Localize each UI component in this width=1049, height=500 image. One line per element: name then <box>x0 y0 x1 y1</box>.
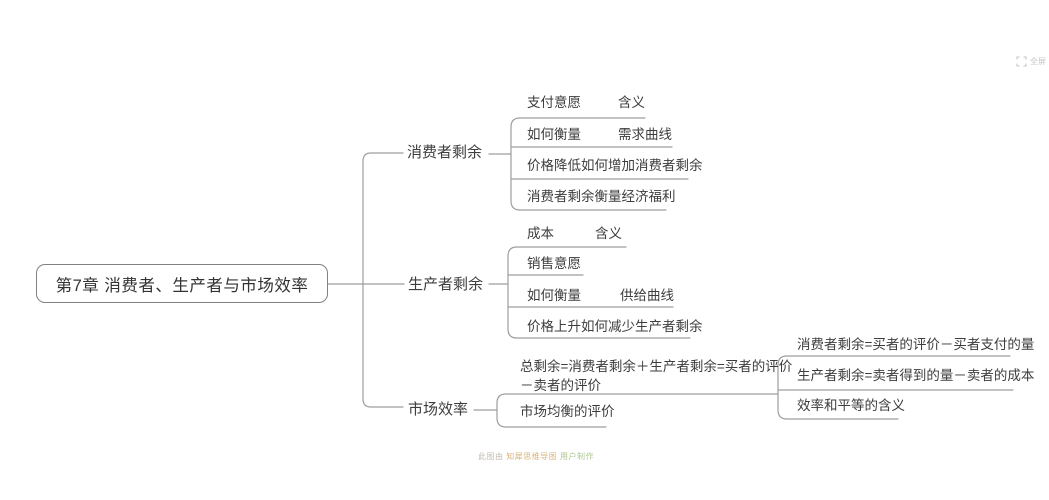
watermark-part2: 知犀思维导图 <box>506 452 558 461</box>
node-payment-meaning[interactable]: 含义 <box>618 95 645 110</box>
node-consumer-how-to-measure[interactable]: 如何衡量 <box>527 127 581 142</box>
node-equilibrium-evaluation[interactable]: 市场均衡的评价 <box>520 404 615 419</box>
node-producer-formula[interactable]: 生产者剩余=卖者得到的量－卖者的成本 <box>797 368 1035 383</box>
watermark-part1: 此图由 <box>478 452 504 461</box>
node-producer-how-to-measure[interactable]: 如何衡量 <box>527 288 581 303</box>
root-node[interactable]: 第7章 消费者、生产者与市场效率 <box>36 264 328 303</box>
branch-consumer-surplus[interactable]: 消费者剩余 <box>407 144 483 161</box>
connector-total-bracket <box>777 355 1011 420</box>
fullscreen-label: 全屏 <box>1030 57 1046 66</box>
node-demand-curve[interactable]: 需求曲线 <box>618 127 672 142</box>
root-title: 第7章 消费者、生产者与市场效率 <box>55 276 309 295</box>
node-welfare[interactable]: 消费者剩余衡量经济福利 <box>527 189 676 204</box>
node-price-increase[interactable]: 价格上升如何减少生产者剩余 <box>527 319 703 334</box>
fullscreen-control[interactable]: 全屏 <box>1016 56 1046 67</box>
connector-consumer-bracket <box>510 117 667 211</box>
connector-efficiency-bracket <box>496 393 779 428</box>
branch-producer-surplus[interactable]: 生产者剩余 <box>408 276 484 293</box>
connector-producer-bracket <box>507 246 691 339</box>
node-price-decrease[interactable]: 价格降低如何增加消费者剩余 <box>527 158 703 173</box>
node-supply-curve[interactable]: 供给曲线 <box>620 288 674 303</box>
node-cost[interactable]: 成本 <box>527 226 554 241</box>
fullscreen-icon <box>1016 56 1027 67</box>
node-sell-willingness[interactable]: 销售意愿 <box>527 256 581 271</box>
connector-main-bracket <box>362 152 404 408</box>
total-surplus-line2: －卖者的评价 <box>520 378 601 393</box>
node-total-surplus[interactable]: 总剩余=消费者剩余＋生产者剩余=买者的评价 －卖者的评价 <box>520 357 792 395</box>
node-consumer-formula[interactable]: 消费者剩余=买者的评价－买者支付的量 <box>797 337 1035 352</box>
node-cost-meaning[interactable]: 含义 <box>595 226 622 241</box>
watermark-part3: 用户制作 <box>559 452 594 461</box>
watermark: 此图由 知犀思维导图 用户制作 <box>478 452 594 462</box>
total-surplus-line1: 总剩余=消费者剩余＋生产者剩余=买者的评价 <box>520 359 793 374</box>
node-payment-willingness[interactable]: 支付意愿 <box>527 95 581 110</box>
branch-market-efficiency[interactable]: 市场效率 <box>408 401 469 418</box>
node-efficiency-equality[interactable]: 效率和平等的含义 <box>797 398 905 413</box>
